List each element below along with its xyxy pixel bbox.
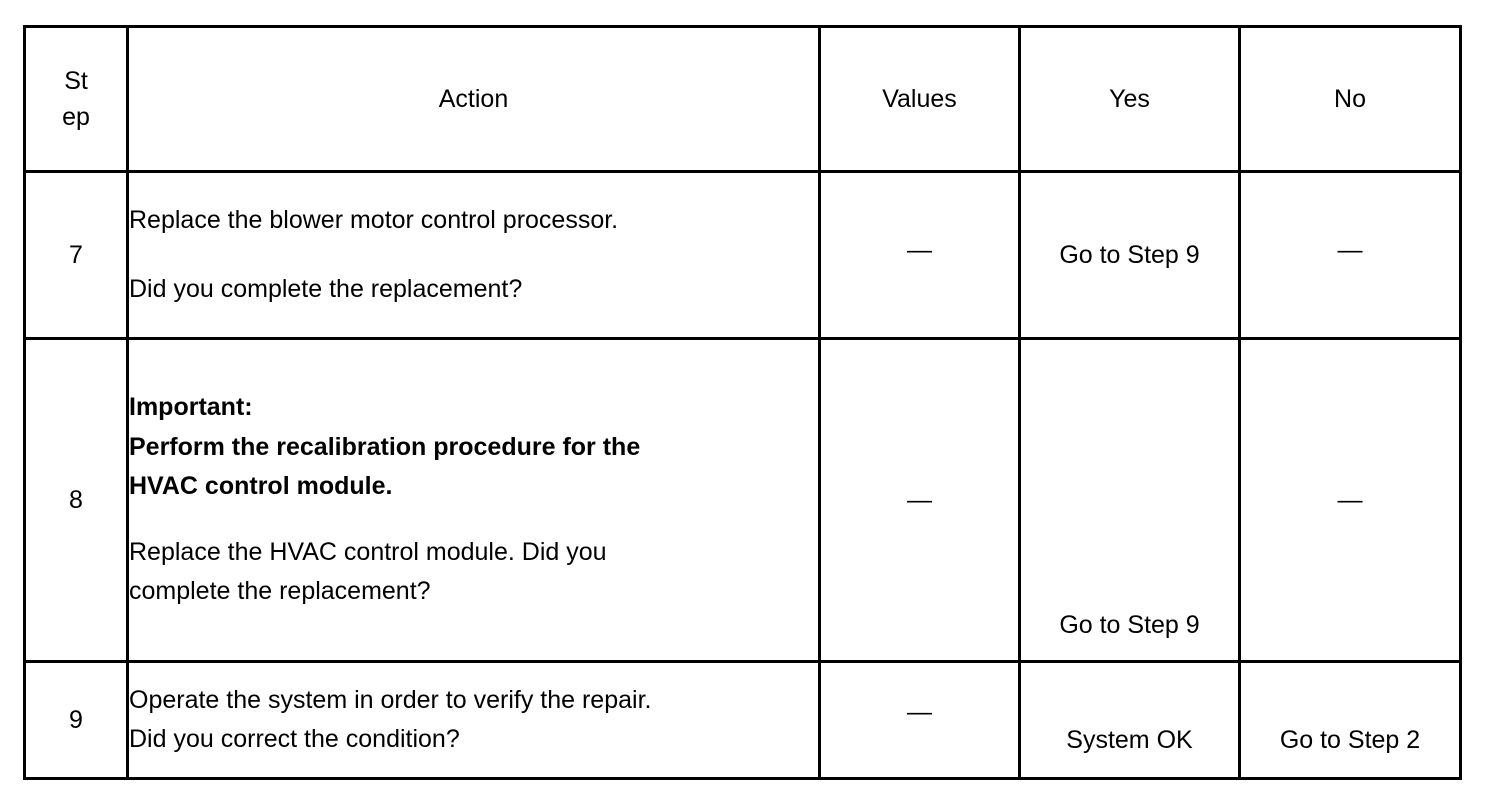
yes-branch-cell: System OK <box>1018 660 1241 780</box>
header-row: St ep Action Values Yes No <box>23 25 1462 173</box>
yes-branch-cell: Go to Step 9 <box>1018 170 1241 340</box>
values-cell: — <box>818 660 1021 780</box>
action-line: Replace the HVAC control module. Did you <box>129 537 607 566</box>
action-bold-line: HVAC control module. <box>129 472 393 501</box>
action-bold-line: Important: <box>129 393 253 422</box>
table-body: 7 Replace the blower motor control proce… <box>23 170 1462 780</box>
column-header-step-line2: ep <box>62 103 90 131</box>
values-cell: — <box>818 170 1021 340</box>
step-number: 9 <box>23 660 129 780</box>
action-text: Replace the blower motor control process… <box>126 170 821 340</box>
column-header-no: No <box>1238 25 1462 173</box>
action-line: Replace the blower motor control process… <box>129 205 619 234</box>
action-important-block: Important: Perform the recalibration pro… <box>129 388 818 507</box>
table-row: 7 Replace the blower motor control proce… <box>23 170 1462 340</box>
diagnostic-step-table: St ep Action Values Yes No 7 Replace the… <box>23 25 1462 780</box>
action-spacer <box>129 507 818 533</box>
step-number: 7 <box>23 170 129 340</box>
column-header-action: Action <box>126 25 821 173</box>
action-line: Operate the system in order to verify th… <box>129 685 652 714</box>
column-header-yes: Yes <box>1018 25 1241 173</box>
column-header-step: St ep <box>23 25 129 173</box>
no-branch-cell: — <box>1238 170 1462 340</box>
table-header: St ep Action Values Yes No <box>23 25 1462 173</box>
action-spacer <box>129 240 818 270</box>
column-header-values: Values <box>818 25 1021 173</box>
no-branch-cell: Go to Step 2 <box>1238 660 1462 780</box>
action-line: complete the replacement? <box>129 577 431 606</box>
action-line: Did you complete the replacement? <box>129 275 523 303</box>
action-line: Did you correct the condition? <box>129 725 460 753</box>
column-header-step-line1: St <box>64 66 88 95</box>
no-branch-cell: — <box>1238 337 1462 663</box>
table-row: 9 Operate the system in order to verify … <box>23 660 1462 780</box>
yes-branch-cell: Go to Step 9 <box>1018 337 1241 663</box>
table-row: 8 Important: Perform the recalibration p… <box>23 337 1462 663</box>
action-bold-line: Perform the recalibration procedure for … <box>129 432 641 461</box>
step-number: 8 <box>23 337 129 663</box>
action-text: Important: Perform the recalibration pro… <box>126 337 821 663</box>
values-cell: — <box>818 337 1021 663</box>
action-text: Operate the system in order to verify th… <box>126 660 821 780</box>
